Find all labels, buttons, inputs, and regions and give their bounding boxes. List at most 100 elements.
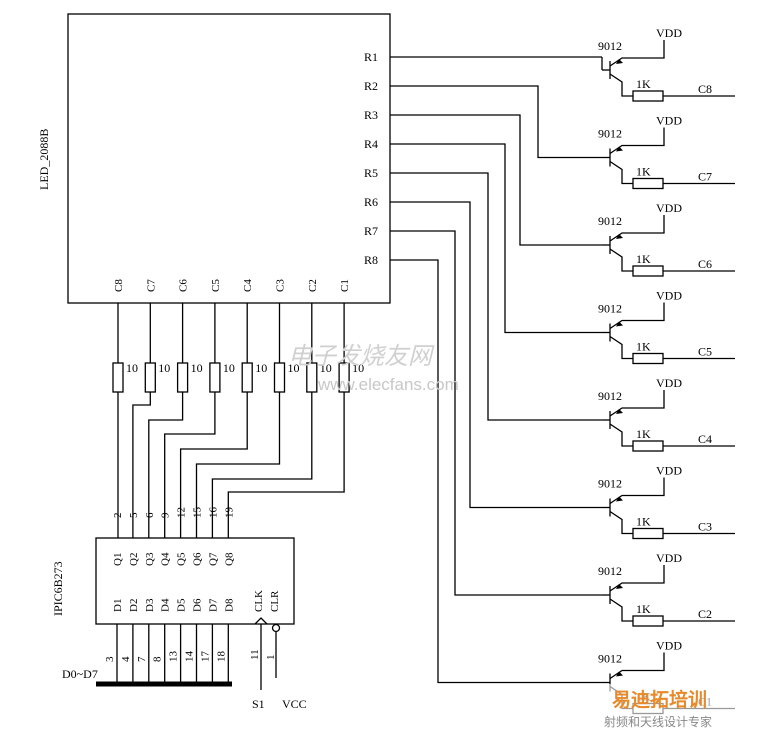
latch-link-wire: [179, 392, 248, 538]
latch-clk-label: CLK: [253, 590, 265, 612]
led-row-label: R8: [364, 253, 378, 267]
latch-ic-box: [95, 537, 295, 625]
latch-d-pin: 7: [136, 656, 148, 662]
row-wire: [390, 143, 602, 334]
led-row-label: R5: [364, 166, 378, 180]
emitter-wire: [609, 302, 665, 330]
latch-ic-name: IPIC6B273: [51, 561, 65, 616]
resistor-1k-label: 1K: [636, 427, 651, 441]
row-wire: [390, 230, 602, 596]
clr-pin-label: 1: [265, 655, 277, 661]
clk-marker: [254, 617, 268, 625]
watermark-cn: 电子发烧友网: [288, 342, 435, 370]
transistor-label: 9012: [598, 564, 622, 578]
vdd-label: VDD: [656, 114, 682, 128]
latch-d-pin: 3: [104, 656, 116, 662]
collector-wire: [609, 510, 633, 535]
resistor-1k-label: 1K: [636, 340, 651, 354]
led-matrix-name: LED_2088B: [37, 129, 51, 190]
resistor-value-label: 10: [191, 361, 203, 375]
led-row-label: R6: [364, 195, 378, 209]
led-col-label: C8: [113, 279, 125, 292]
latch-d-label: D6: [192, 598, 204, 612]
emitter-arrow: [616, 496, 623, 502]
resistor-1k: [632, 615, 664, 627]
emitter-wire: [609, 477, 665, 505]
resistor-1k: [632, 527, 664, 540]
latch-d-pin: 18: [215, 651, 227, 663]
driver-col-label: C8: [698, 82, 712, 96]
collector-wire: [609, 598, 633, 622]
led-col-label: C1: [339, 279, 351, 292]
latch-clr-label: CLR: [269, 590, 281, 612]
led-row-label: R7: [364, 224, 378, 238]
latch-d-pin: 14: [184, 651, 196, 663]
latch-q-label: Q4: [160, 552, 172, 566]
row-wire: [390, 201, 602, 509]
transistor-label: 9012: [598, 477, 622, 491]
emitter-arrow: [616, 234, 623, 239]
resistor-10: [176, 362, 189, 393]
led-row-label: R2: [364, 79, 378, 93]
vcc-label: VCC: [282, 697, 307, 711]
latch-q-pin: 15: [192, 507, 204, 519]
vdd-label: VDD: [656, 464, 682, 478]
vdd-label: VDD: [656, 376, 682, 390]
led-col-label: C2: [307, 279, 319, 292]
latch-d-label: D8: [223, 598, 235, 612]
resistor-1k-label: 1K: [636, 515, 651, 529]
latch-link-wire: [132, 392, 151, 538]
vdd-label: VDD: [656, 639, 682, 653]
resistor-value-label: 10: [158, 361, 170, 375]
driver-col-label: C7: [698, 170, 712, 184]
resistor-value-label: 10: [288, 361, 300, 375]
driver-col-label: C3: [698, 520, 712, 534]
watermark-brand-sub: 射频和天线设计专家: [604, 714, 712, 729]
latch-q-pin: 19: [223, 507, 235, 519]
resistor-1k: [632, 90, 664, 102]
collector-wire: [609, 73, 633, 97]
driver-col-label: C2: [698, 607, 712, 621]
led-row-label: R4: [364, 137, 378, 151]
resistor-10: [241, 362, 253, 393]
clk-pin-label: 11: [249, 649, 261, 660]
latch-d-label: D5: [176, 598, 188, 612]
row-wire: [390, 85, 602, 159]
latch-d-pin: 4: [120, 656, 132, 662]
emitter-arrow: [616, 671, 623, 677]
emitter-wire: [609, 390, 665, 417]
latch-q-label: Q7: [207, 552, 219, 566]
led-row-label: R1: [364, 50, 378, 64]
resistor-value-label: 10: [223, 361, 235, 375]
collector-wire: [609, 160, 633, 185]
resistor-10: [273, 362, 286, 393]
emitter-arrow: [616, 146, 623, 152]
latch-q-label: Q6: [192, 552, 204, 566]
latch-link-wire: [164, 392, 216, 538]
driver-col-label: C4: [698, 432, 712, 446]
led-row-label: R3: [364, 108, 378, 122]
collector-wire: [609, 423, 633, 447]
watermark-url: www.elecfans.com: [317, 375, 459, 394]
latch-q-pin: 9: [160, 512, 172, 518]
resistor-value-label: 10: [126, 361, 138, 375]
transistor-label: 9012: [598, 652, 622, 666]
latch-q-label: Q5: [176, 552, 188, 566]
resistor-10: [144, 362, 156, 393]
collector-wire: [609, 248, 633, 272]
latch-q-pin: 16: [207, 507, 219, 519]
vdd-label: VDD: [656, 289, 682, 303]
led-matrix-box: [67, 13, 391, 304]
collector-wire: [609, 335, 633, 360]
latch-d-pin: 13: [168, 651, 180, 663]
latch-link-wire: [227, 392, 345, 538]
emitter-arrow: [616, 409, 623, 414]
emitter-wire: [609, 127, 665, 155]
led-col-label: C5: [210, 279, 222, 292]
resistor-1k-label: 1K: [636, 602, 651, 616]
row-wire: [390, 114, 602, 246]
watermark-brand: 易迪拓培训: [612, 688, 707, 711]
vdd-label: VDD: [656, 201, 682, 215]
resistor-1k-label: 1K: [636, 77, 651, 91]
clr-bubble: [271, 623, 281, 633]
